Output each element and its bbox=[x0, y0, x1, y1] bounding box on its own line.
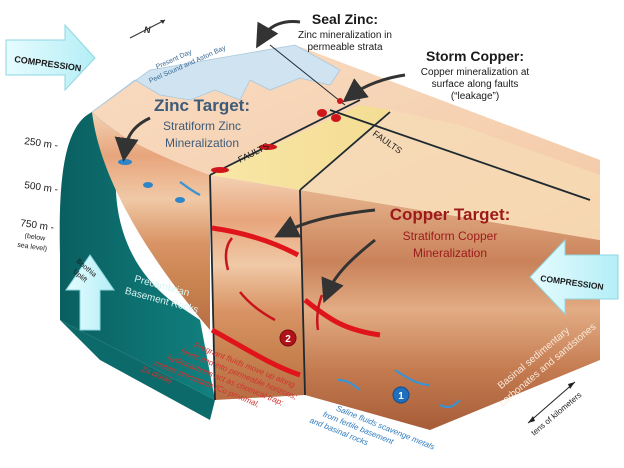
boothia-uplift-arrow bbox=[65, 254, 115, 331]
copper-mineralization-layers bbox=[210, 225, 381, 378]
north-arrow-icon bbox=[129, 19, 166, 39]
seal-zinc-title: Seal Zinc: bbox=[312, 11, 378, 27]
seal-zinc-callout: Seal Zinc: Zinc mineralization in permea… bbox=[298, 11, 392, 53]
zinc-target-callout: Zinc Target: Stratiform Zinc Mineralizat… bbox=[154, 96, 250, 150]
copper-target-line1: Stratiform Copper bbox=[403, 229, 498, 243]
marker-1-label: 1 bbox=[398, 391, 404, 402]
storm-copper-callout: Storm Copper: Copper mineralization at s… bbox=[421, 48, 530, 102]
compression-arrow-left bbox=[5, 23, 96, 92]
basement-base bbox=[60, 320, 215, 420]
depth-scale: 250 m - 500 m - 750 m - (below sea level… bbox=[17, 136, 59, 253]
marker-2 bbox=[279, 329, 297, 347]
surface-right-highlight bbox=[300, 110, 600, 240]
depth-sea-level: sea level) bbox=[17, 242, 48, 253]
copper-target-callout: Copper Target: Stratiform Copper Mineral… bbox=[390, 205, 511, 260]
depth-500: 500 m - bbox=[24, 180, 59, 196]
storm-copper-line3: (“leakage”) bbox=[451, 91, 499, 102]
fault-block-top bbox=[210, 105, 390, 190]
marker-2-label: 2 bbox=[285, 334, 291, 345]
fault-lines bbox=[209, 44, 591, 401]
copper-target-line2: Mineralization bbox=[413, 246, 487, 260]
depth-250: 250 m - bbox=[24, 136, 59, 152]
depth-below: (below bbox=[24, 233, 46, 243]
north-label: N bbox=[144, 25, 151, 35]
pointer-arrows bbox=[114, 20, 406, 304]
strata-right-side bbox=[300, 190, 600, 430]
depth-750: 750 m - bbox=[20, 218, 55, 234]
scale-label: tens of kilometers bbox=[530, 390, 584, 437]
red-fluid-arrows bbox=[224, 237, 324, 331]
zinc-target-line2: Mineralization bbox=[165, 136, 239, 150]
marker-1 bbox=[392, 386, 410, 404]
scale-arrow bbox=[527, 381, 576, 424]
zinc-target-title: Zinc Target: bbox=[154, 96, 250, 115]
storm-copper-line2: surface along faults bbox=[432, 79, 519, 90]
storm-copper-line1: Copper mineralization at bbox=[421, 67, 530, 78]
compression-arrow-right bbox=[529, 238, 619, 316]
seal-zinc-line2: permeable strata bbox=[307, 42, 382, 53]
storm-copper-title: Storm Copper: bbox=[426, 48, 524, 64]
blue-fluid-arrows bbox=[179, 181, 461, 409]
copper-target-title: Copper Target: bbox=[390, 205, 511, 224]
depth-750-group: 750 m - (below sea level) bbox=[17, 218, 55, 253]
strata-front-left bbox=[92, 112, 210, 330]
sea-area bbox=[91, 44, 341, 113]
zinc-target-line1: Stratiform Zinc bbox=[163, 119, 241, 133]
seal-zinc-line1: Zinc mineralization in bbox=[298, 30, 392, 41]
